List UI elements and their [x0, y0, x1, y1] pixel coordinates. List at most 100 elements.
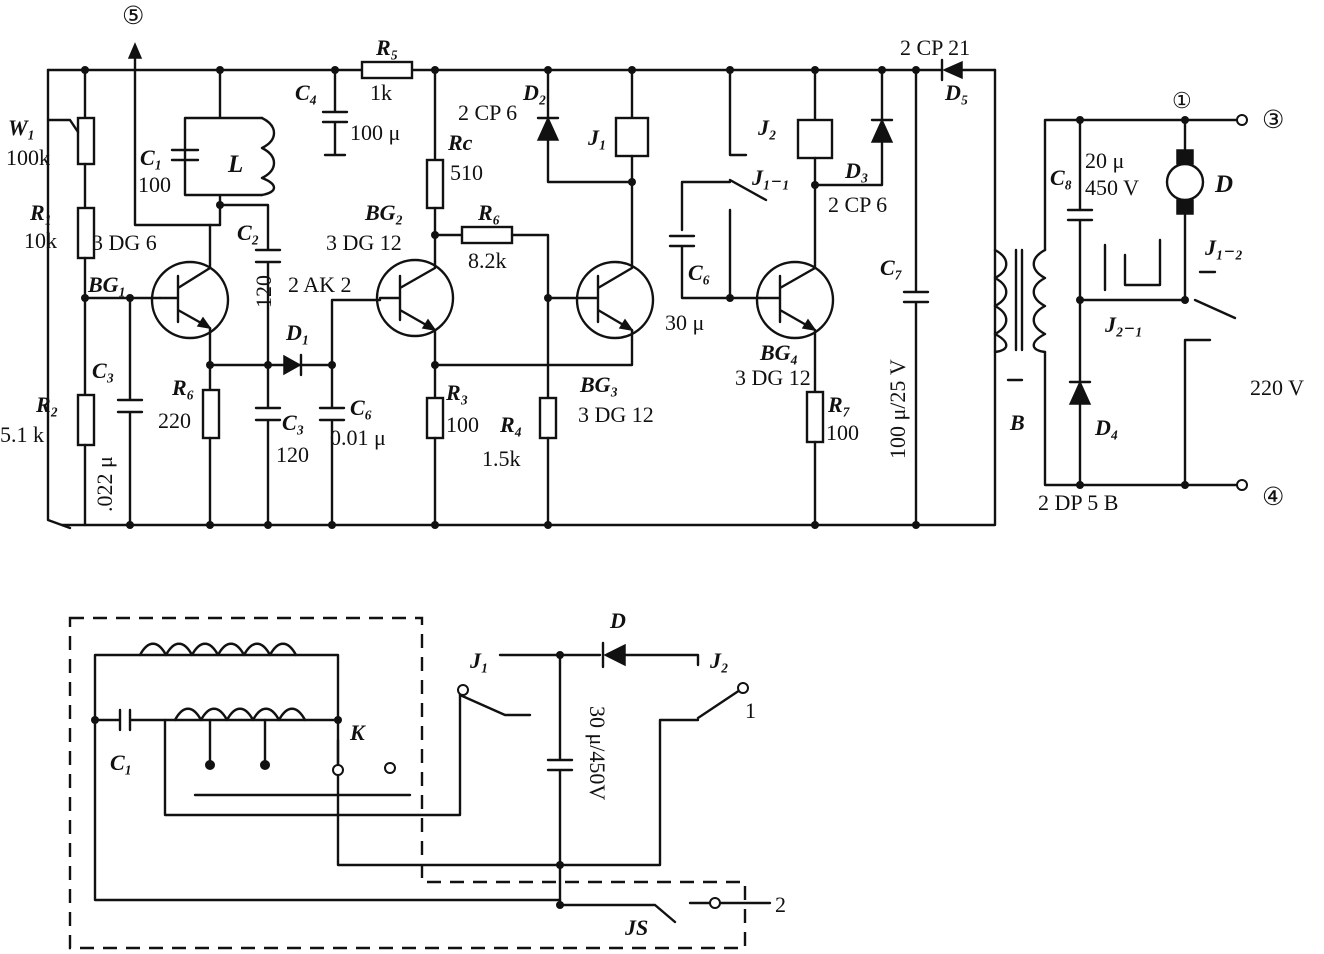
rc-value: 510	[450, 160, 483, 185]
c8-label: C₈	[1050, 165, 1072, 190]
c1-value: 100	[138, 172, 171, 197]
bg2-label: BG₂	[364, 200, 403, 225]
bottom-diode-d	[601, 641, 626, 669]
bg3-type: 3 DG 12	[578, 402, 654, 427]
r4-label: R₄	[499, 412, 522, 437]
resistor-r2	[76, 393, 96, 527]
c3a-value: .022 μ	[92, 456, 117, 512]
diode-d4	[1068, 380, 1092, 487]
motor-label: D	[1214, 171, 1233, 198]
node-4-label: ④	[1262, 484, 1284, 511]
re-value: 220	[158, 408, 191, 433]
capacitor-c6b	[318, 298, 382, 527]
r1-label: R₁	[29, 200, 52, 225]
w1-label: W₁	[8, 115, 35, 140]
resistor-r5	[360, 60, 414, 80]
j1-1-label: J₁₋₁	[751, 165, 790, 190]
capacitor-c3b	[254, 363, 282, 527]
diode-d3	[813, 68, 894, 187]
capacitor-c7	[902, 68, 930, 527]
diode-d2	[536, 68, 634, 184]
terminal-4	[1236, 479, 1248, 491]
c7-value: 100 μ/25 V	[885, 359, 910, 459]
bg1-label: BG₁	[87, 272, 126, 297]
b-label: B	[1009, 410, 1025, 435]
c3b-label: C₃	[282, 410, 304, 435]
terminal-3	[1236, 114, 1248, 126]
resistor-r1	[76, 206, 96, 397]
bg1-type: 3 DG 6	[92, 230, 157, 255]
bottom-j2-label: J₂	[709, 648, 729, 673]
r2-value: 5.1 k	[0, 422, 44, 447]
r2-label: R₂	[35, 392, 58, 417]
diode-d5	[940, 58, 963, 82]
bottom-junctions	[91, 651, 749, 909]
v220-label: 220 V	[1250, 375, 1304, 400]
c8-value-2: 450 V	[1085, 175, 1139, 200]
bottom-wiring	[93, 642, 772, 924]
capacitor-c8	[1066, 118, 1094, 384]
node-5-label: ⑤	[122, 3, 144, 30]
d1-type: 2 AK 2	[288, 272, 352, 297]
d4-type: 2 DP 5 B	[1038, 490, 1118, 515]
j1-label: J₁	[587, 125, 607, 150]
j2-label: J₂	[757, 115, 777, 140]
d2-type: 2 CP 6	[458, 100, 517, 125]
transformer-b	[993, 118, 1242, 487]
transistor-bg3	[546, 260, 655, 342]
c6b-value: 0.01 μ	[330, 425, 386, 450]
bottom-j1-label: J₁	[469, 648, 489, 673]
w1-value: 100k	[6, 145, 50, 170]
d2-label: D₂	[522, 80, 547, 105]
j2-1-label: J₂₋₁	[1104, 312, 1143, 337]
c3b-value: 120	[276, 442, 309, 467]
c6-value: 30 μ	[665, 310, 704, 335]
d5-label: D₅	[944, 80, 969, 105]
bg3-label: BG₃	[579, 372, 618, 397]
l-label: L	[227, 151, 243, 178]
bottom-k-label: K	[349, 720, 366, 745]
d5-type: 2 CP 21	[900, 35, 970, 60]
c2-label: C₂	[237, 220, 259, 245]
relay-coil-j2	[796, 68, 834, 264]
capacitor-c4	[321, 68, 349, 157]
relay-coil-j1	[614, 68, 650, 264]
c6-label: C₆	[688, 260, 710, 285]
resistor-r7	[805, 390, 825, 527]
resistor-r6	[433, 225, 550, 400]
c4-label: C₄	[295, 80, 317, 105]
motor-d	[1165, 118, 1205, 302]
j1-2-label: J₁₋₂	[1204, 235, 1243, 260]
r1-value: 10k	[24, 228, 57, 253]
node-3-label: ③	[1262, 107, 1284, 134]
d4-label: D₄	[1094, 415, 1119, 440]
top-ground-rail	[46, 68, 997, 530]
tank-circuit	[170, 68, 276, 227]
r7-label: R₇	[827, 392, 851, 417]
d3-type: 2 CP 6	[828, 192, 887, 217]
c3a-label: C₃	[92, 358, 114, 383]
r4-value: 1.5k	[482, 446, 521, 471]
transistor-bg1	[150, 223, 230, 367]
capacitor-c3a	[116, 296, 144, 527]
r7-value: 100	[826, 420, 859, 445]
r3-label: R₃	[445, 380, 468, 405]
bottom-cap-label: 30 μ/450V	[585, 706, 610, 800]
bottom-js-label: JS	[624, 915, 648, 940]
potentiometer-w1	[46, 68, 96, 210]
c2-value: 120	[251, 275, 276, 308]
r6-label: R₆	[477, 200, 500, 225]
r6-value: 8.2k	[468, 248, 507, 273]
bg4-type: 3 DG 12	[735, 365, 811, 390]
rc-label: Rc	[447, 130, 473, 155]
resistor-r4	[538, 396, 558, 527]
r3-value: 100	[446, 412, 479, 437]
bg4-label: BG₄	[759, 340, 798, 365]
c6b-label: C₆	[350, 395, 372, 420]
bottom-d-label: D	[609, 608, 626, 633]
node-5-output	[127, 42, 222, 227]
node-1-label: ①	[1172, 88, 1192, 113]
c1-label: C₁	[140, 145, 162, 170]
relay-contact-j1-1	[680, 68, 768, 300]
